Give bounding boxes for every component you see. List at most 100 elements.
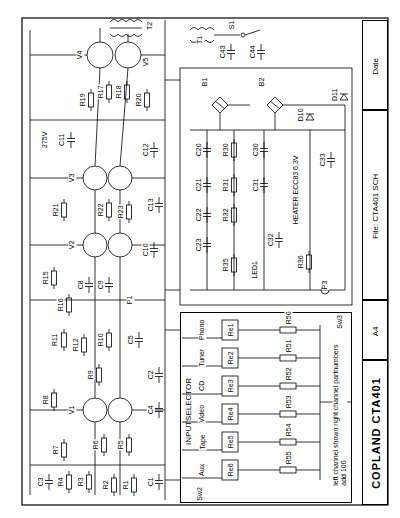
wire <box>104 452 105 456</box>
wire <box>207 237 208 244</box>
part-label: D11 <box>331 88 339 102</box>
wire <box>159 207 160 214</box>
wire <box>129 434 130 438</box>
part-label: R2 <box>101 479 109 490</box>
resistor-symbol <box>52 271 57 285</box>
wire <box>129 219 130 223</box>
wire <box>234 204 235 208</box>
wire <box>159 484 160 491</box>
wire <box>64 199 65 203</box>
wire <box>234 192 235 196</box>
resistor-symbol <box>62 443 67 457</box>
part-label: HEATER ECC83 6.3V <box>291 154 299 225</box>
wire <box>91 89 92 93</box>
wire <box>109 217 110 221</box>
wire <box>207 207 208 214</box>
part-label: C9 <box>96 279 104 290</box>
part-label: LED1 <box>251 260 259 280</box>
wire <box>234 254 235 258</box>
wire <box>54 285 55 289</box>
wire <box>91 107 92 111</box>
part-label: R54 <box>284 422 292 437</box>
title-block-cell: Date <box>362 20 388 110</box>
wire <box>309 269 310 273</box>
block-title: COPLAND CTA401 <box>370 377 382 489</box>
wire <box>99 382 100 386</box>
part-label: R15 <box>41 270 49 285</box>
part-label: T2 <box>146 21 154 31</box>
relay-symbol <box>222 376 238 396</box>
part-label: R50 <box>284 310 292 325</box>
wire <box>238 442 280 443</box>
part-label: R21 <box>51 202 59 217</box>
relay-symbol <box>222 432 238 452</box>
wire <box>296 442 320 443</box>
wire <box>54 267 55 271</box>
resistor-symbol <box>232 258 237 272</box>
wire <box>139 342 140 349</box>
part-label: R35 <box>221 257 229 272</box>
wire <box>264 152 265 159</box>
part-label: C3 <box>36 476 44 487</box>
block-title: Date <box>372 57 381 74</box>
wire <box>238 414 280 415</box>
part-label: Sw2 <box>196 486 204 502</box>
wire <box>129 201 130 205</box>
wire <box>296 414 320 415</box>
part-label: R3 <box>76 476 84 487</box>
part-label: Re1 <box>226 322 234 337</box>
wire <box>182 478 222 479</box>
part-label: C21 <box>194 177 202 192</box>
relay-symbol <box>222 320 238 340</box>
part-label: Tuner <box>198 348 206 368</box>
part-label: R12 <box>71 337 79 352</box>
wire <box>104 434 105 438</box>
wire <box>64 329 65 333</box>
wire <box>154 242 155 249</box>
resistor-symbol <box>280 411 296 417</box>
wire <box>331 152 332 159</box>
resistor-symbol <box>307 255 312 269</box>
relay-symbol <box>222 460 238 480</box>
wire <box>264 177 265 184</box>
wire <box>127 81 128 85</box>
resistor-symbol <box>67 298 72 312</box>
wire <box>207 152 208 159</box>
part-label: V4 <box>76 50 84 61</box>
wire <box>207 177 208 184</box>
resistor-symbol <box>280 355 296 361</box>
part-label: C23 <box>194 237 202 252</box>
resistor-symbol <box>280 383 296 389</box>
part-label: P3 <box>321 280 329 291</box>
wire <box>296 330 320 331</box>
relay-symbol <box>222 348 238 368</box>
part-label: R19 <box>78 92 86 107</box>
resistor-symbol <box>125 85 130 99</box>
wire <box>238 330 280 331</box>
wire <box>114 492 115 496</box>
part-label: C44 <box>248 44 256 59</box>
part-label: R52 <box>284 366 292 381</box>
part-label: R5 <box>116 439 124 450</box>
part-label: R18 <box>114 84 122 99</box>
wire <box>99 364 100 368</box>
wire <box>129 452 130 456</box>
part-label: R30 <box>221 142 229 157</box>
part-label: R23 <box>116 204 124 219</box>
part-label: V5 <box>142 57 150 68</box>
part-label: C11 <box>58 133 66 147</box>
part-label: R10 <box>96 332 104 347</box>
wire <box>89 471 90 475</box>
resistor-symbol <box>280 327 296 333</box>
part-label: R1 <box>121 479 129 490</box>
part-label: S1 <box>228 20 236 31</box>
wire <box>159 402 160 409</box>
part-label: C30 <box>251 142 259 157</box>
resistor-symbol <box>145 93 150 107</box>
part-label: R9 <box>86 369 94 380</box>
resistor-symbol <box>52 393 57 407</box>
wire <box>109 347 110 351</box>
resistor-symbol <box>97 368 102 382</box>
title-block-cell: A4 <box>362 300 388 360</box>
wire <box>109 277 110 284</box>
